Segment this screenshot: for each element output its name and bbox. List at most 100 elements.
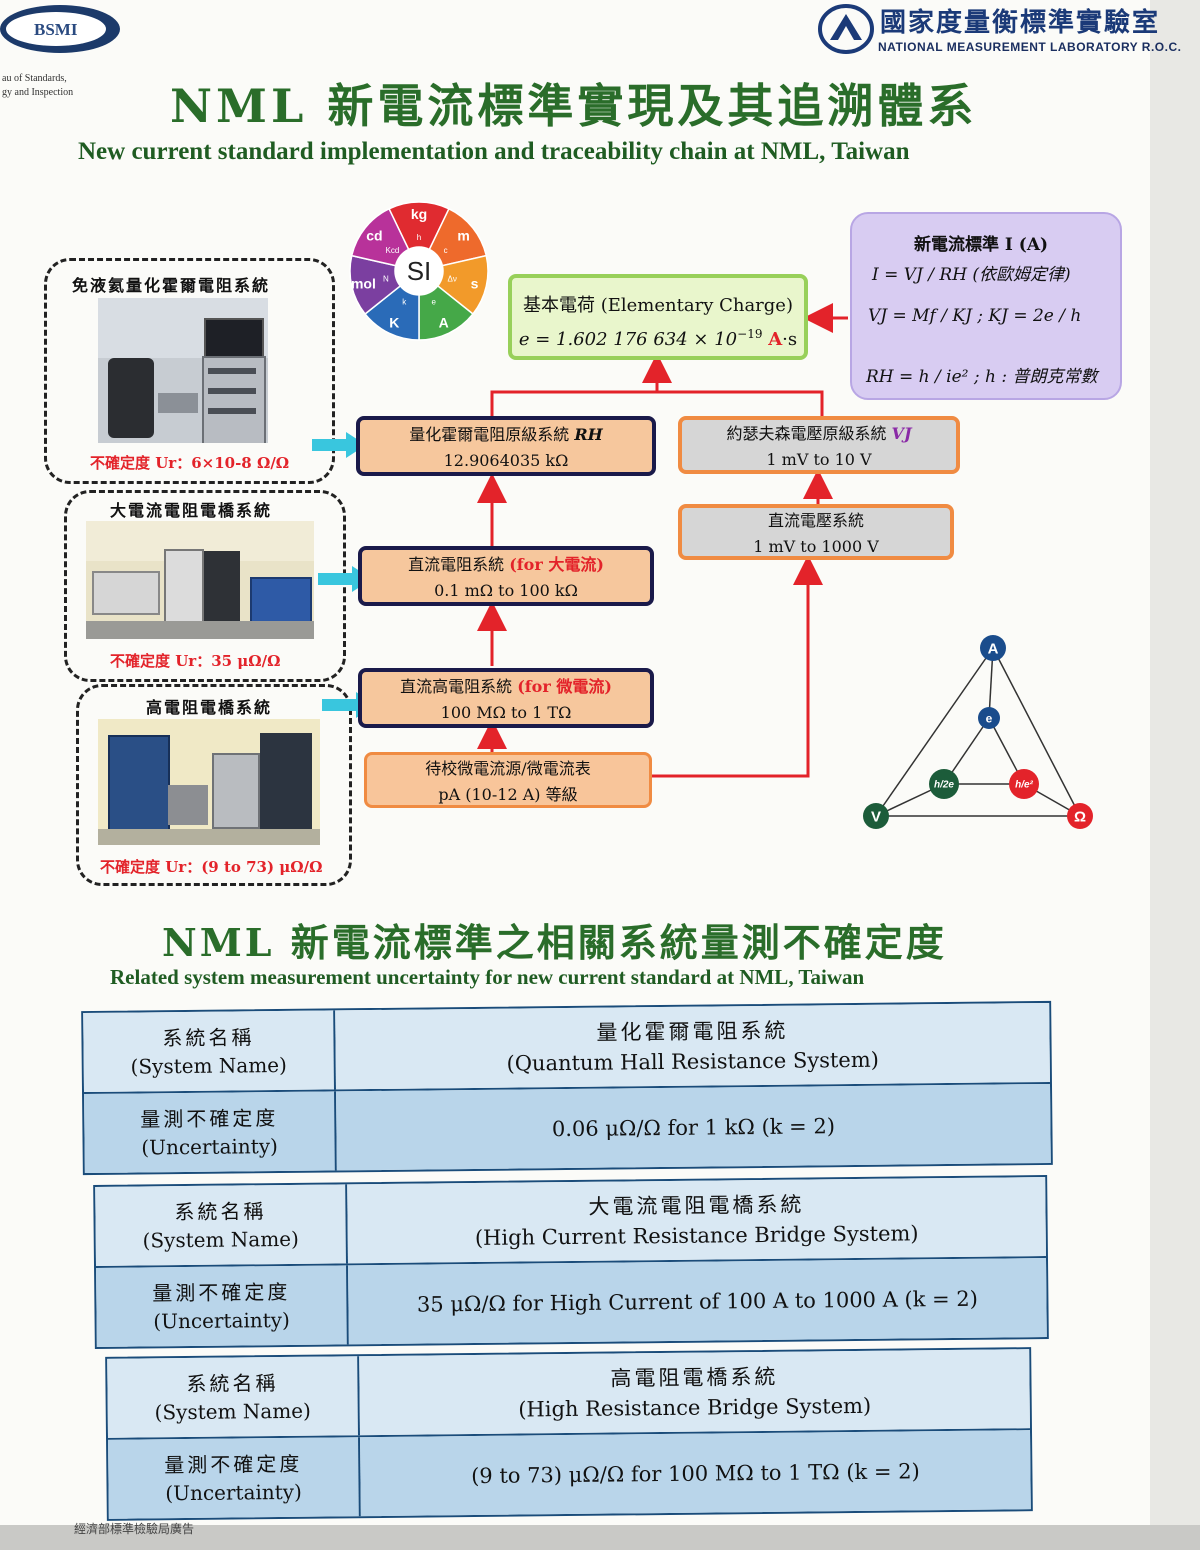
- system-name-zh: 大電流電阻電橋系統: [588, 1192, 805, 1219]
- triangle-node-h2e: [929, 769, 959, 799]
- dc-high-resistance-highlight: (for 微電流): [517, 677, 612, 696]
- dut-current-meter-box: 待校微電流源/微電流表 pA (10-12 A) 等級: [364, 752, 652, 808]
- system-name-zh: 高電阻電橋系統: [610, 1364, 779, 1391]
- josephson-label: 約瑟夫森電壓原級系統: [726, 424, 892, 443]
- cyan-arrow-icon: [312, 432, 366, 458]
- formula-ohm-law: I = VJ / RH (依歐姆定律): [872, 265, 1071, 285]
- panel-qhr-system: [44, 258, 335, 484]
- bsmi-subtitle: au of Standards, gy and Inspection: [2, 72, 73, 100]
- row-label-uncertainty-en: (Uncertainty): [141, 1133, 278, 1159]
- dc-high-resistance-value: 100 MΩ to 1 TΩ: [440, 703, 572, 722]
- system-uncertainty-value: (9 to 73) μΩ/Ω for 100 MΩ to 1 TΩ (k = 2…: [471, 1458, 920, 1488]
- triangle-node-a: [980, 635, 1006, 661]
- qhr-label: 量化霍爾電阻原級系統: [409, 425, 575, 444]
- dc-resistance-label: 直流電阻系統: [408, 555, 510, 574]
- triangle-node-h2e-label: h/2e: [934, 780, 954, 791]
- high-resistance-bridge-photo: [98, 719, 320, 845]
- triangle-node-e: [978, 707, 1000, 729]
- system-name-en: (High Resistance Bridge System): [518, 1393, 872, 1422]
- bsmi-logo-text: BSMI: [34, 20, 78, 39]
- qhr-primary-system-box: 量化霍爾電阻原級系統 RH 12.9064035 kΩ: [356, 416, 656, 476]
- si-wheel-center-label: SI: [407, 256, 432, 286]
- triangle-node-ohm-label: Ω: [1074, 808, 1086, 825]
- si-wheel-unit-label: s: [471, 276, 479, 292]
- elementary-charge-value: e = 1.602 176 634 × 10−19 A·s: [512, 320, 804, 354]
- nml-emblem-icon: [818, 4, 874, 54]
- row-label-uncertainty-zh: 量測不確定度: [140, 1105, 279, 1131]
- row-label-uncertainty-en: (Uncertainty): [153, 1307, 290, 1333]
- section2-title-zh: NML 新電流標準之相關系統量測不確定度: [162, 920, 947, 965]
- si-wheel-unit-label: K: [389, 314, 399, 330]
- si-wheel-constant-label: c: [444, 246, 448, 255]
- panel-high-current-bridge: [64, 490, 346, 682]
- si-wheel-constant-label: k: [402, 298, 407, 307]
- system-uncertainty-value: 35 μΩ/Ω for High Current of 100 A to 100…: [416, 1286, 979, 1317]
- si-wheel-unit-label: cd: [366, 227, 382, 243]
- section2-title-en: Related system measurement uncertainty f…: [110, 965, 865, 989]
- footer-note: 經濟部標準檢驗局廣告: [74, 1522, 195, 1536]
- dc-high-resistance-label: 直流高電阻系統: [400, 677, 518, 696]
- si-wheel-unit-label: A: [439, 314, 449, 330]
- triangle-edge: [875, 647, 994, 817]
- si-wheel-constant-label: N: [383, 275, 389, 284]
- triangle-edge: [992, 647, 1081, 817]
- dc-voltage-value: 1 mV to 1000 V: [753, 537, 879, 556]
- qhr-value: 12.9064035 kΩ: [443, 451, 569, 470]
- triangle-node-he2: [1009, 769, 1039, 799]
- triangle-node-v: [863, 803, 889, 829]
- system-name-en: (Quantum Hall Resistance System): [506, 1047, 880, 1076]
- row-label-system-name-en: (System Name): [154, 1398, 312, 1424]
- panel-title: 高電阻電橋系統: [146, 698, 273, 717]
- triangle-node-ohm: [1067, 803, 1093, 829]
- elementary-charge-label: 基本電荷 (Elementary Charge): [523, 295, 793, 316]
- high-current-bridge-photo: [86, 521, 314, 639]
- nml-name-en: NATIONAL MEASUREMENT LABORATORY R.O.C.: [878, 40, 1182, 54]
- qhr-symbol: RH: [574, 425, 603, 444]
- josephson-value: 1 mV to 10 V: [766, 450, 872, 469]
- triangle-node-a-label: A: [988, 640, 999, 657]
- uncertainty-table-high-current: 系統名稱(System Name) 大電流電阻電橋系統(High Current…: [93, 1175, 1049, 1349]
- panel-uncertainty: 不確定度 Ur：(9 to 73) μΩ/Ω: [100, 858, 323, 876]
- bsmi-subtitle-line: au of Standards,: [2, 73, 67, 84]
- page-title-zh: NML 新電流標準實現及其追溯體系: [170, 79, 978, 133]
- si-wheel-center: [395, 247, 443, 295]
- system-name-en: (High Current Resistance Bridge System): [474, 1220, 919, 1250]
- si-wheel-unit-label: kg: [411, 206, 427, 222]
- formula-rh: RH = h / ie² ; h : 普朗克常數: [866, 367, 1098, 387]
- wall-background: [1150, 0, 1200, 1550]
- system-name-zh: 量化霍爾電阻系統: [596, 1018, 789, 1045]
- row-label-system-name-zh: 系統名稱: [162, 1024, 255, 1050]
- current-standard-formula-box: 新電流標準 I (A) I = VJ / RH (依歐姆定律) VJ = Mf …: [850, 212, 1122, 400]
- triangle-node-he2-label: h/e²: [1015, 780, 1033, 791]
- panel-title: 免液氦量化霍爾電阻系統: [72, 276, 271, 295]
- elementary-charge-number: e = 1.602 176 634 × 10: [518, 329, 738, 350]
- dc-high-resistance-system-box: 直流高電阻系統 (for 微電流) 100 MΩ to 1 TΩ: [358, 668, 654, 728]
- uncertainty-table-qhr: 系統名稱(System Name) 量化霍爾電阻系統(Quantum Hall …: [81, 1000, 1053, 1176]
- panel-title: 大電流電阻電橋系統: [110, 501, 273, 520]
- row-label-system-name-zh: 系統名稱: [186, 1370, 279, 1396]
- si-wheel-constant-label: e: [432, 298, 437, 307]
- elementary-charge-unit-a: A: [768, 329, 783, 350]
- panel-uncertainty: 不確定度 Ur：35 μΩ/Ω: [110, 652, 281, 670]
- page-title-en: New current standard implementation and …: [78, 138, 910, 165]
- dut-label: 待校微電流源/微電流表: [425, 759, 591, 778]
- qhr-system-photo: [98, 298, 268, 443]
- elementary-charge-exponent: −19: [737, 327, 763, 341]
- si-wheel-unit-label: m: [457, 227, 469, 243]
- si-wheel-constant-label: h: [417, 233, 421, 242]
- dc-resistance-highlight: (for 大電流): [509, 555, 604, 574]
- dc-resistance-system-box: 直流電阻系統 (for 大電流) 0.1 mΩ to 100 kΩ: [358, 546, 654, 606]
- system-uncertainty-value: 0.06 μΩ/Ω for 1 kΩ (k = 2): [551, 1113, 836, 1141]
- triangle-node-e-label: e: [986, 711, 993, 725]
- uncertainty-table-high-resistance: 系統名稱(System Name) 高電阻電橋系統(High Resistanc…: [105, 1347, 1033, 1521]
- row-label-system-name-en: (System Name): [142, 1226, 300, 1252]
- dc-voltage-label: 直流電壓系統: [767, 511, 864, 530]
- row-label-uncertainty-en: (Uncertainty): [165, 1479, 302, 1505]
- josephson-primary-system-box: 約瑟夫森電壓原級系統 VJ 1 mV to 10 V: [678, 416, 960, 474]
- si-wheel-constant-label: Kcd: [386, 246, 400, 255]
- row-label-uncertainty-zh: 量測不確定度: [164, 1451, 303, 1477]
- si-wheel-unit-label: mol: [351, 276, 376, 292]
- bsmi-subtitle-line: gy and Inspection: [2, 87, 74, 98]
